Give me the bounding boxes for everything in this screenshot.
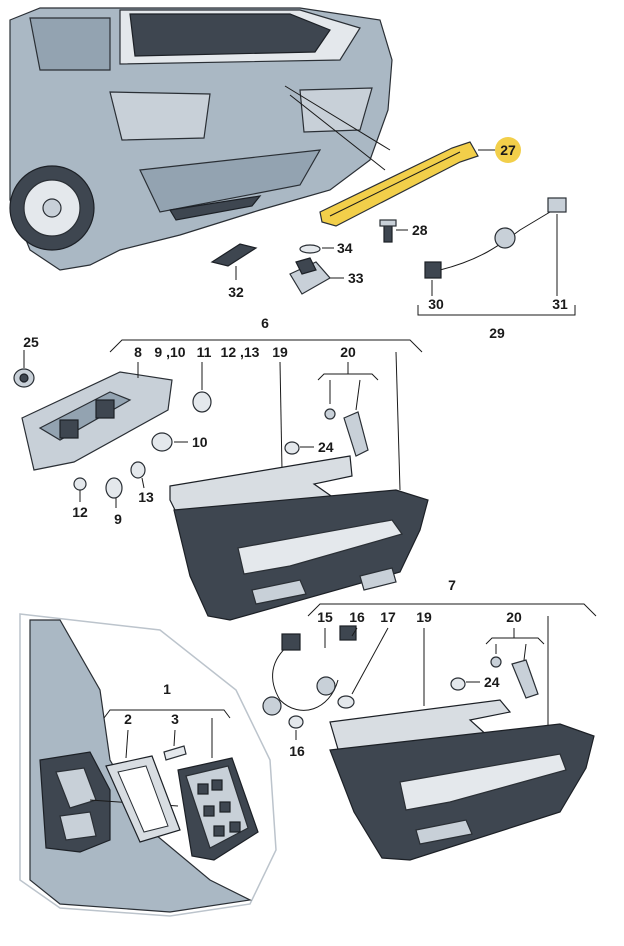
callout-11: 11 bbox=[197, 344, 212, 360]
callout-25: 25 bbox=[23, 334, 39, 350]
callout-9: 9 bbox=[114, 511, 122, 527]
callout-19-b: 19 bbox=[416, 609, 432, 625]
callout-17: 17 bbox=[380, 609, 396, 625]
bulb-carrier-8 bbox=[21, 371, 173, 471]
car-rear-view bbox=[9, 7, 393, 271]
bulb-10 bbox=[151, 432, 173, 452]
wiring-harness-15 bbox=[262, 625, 357, 716]
callout-19-a: 19 bbox=[272, 344, 288, 360]
license-lamp-32 bbox=[210, 243, 258, 267]
screw-28 bbox=[379, 219, 397, 243]
callout-7: 7 bbox=[448, 577, 456, 593]
callout-28: 28 bbox=[412, 222, 428, 238]
callout-24-b: 24 bbox=[484, 674, 500, 690]
gasket-2 bbox=[105, 755, 181, 843]
callout-10: 10 bbox=[192, 434, 208, 450]
callout-15: 15 bbox=[317, 609, 333, 625]
tail-lamp-6 bbox=[169, 455, 429, 621]
callout-27-badge bbox=[495, 137, 521, 163]
callout-34: 34 bbox=[337, 240, 353, 256]
bulb-16 bbox=[288, 715, 304, 729]
callout-2: 2 bbox=[124, 711, 132, 727]
callout-9-10: 9 ,10 bbox=[154, 344, 185, 360]
callout-20-a: 20 bbox=[340, 344, 356, 360]
callout-3: 3 bbox=[171, 711, 179, 727]
callout-13: 13 bbox=[138, 489, 154, 505]
bracket-20-a bbox=[324, 408, 369, 457]
callout-12-13: 12 ,13 bbox=[221, 344, 260, 360]
callout-31: 31 bbox=[552, 296, 568, 312]
bulb-24-a bbox=[284, 441, 300, 455]
bulb-12 bbox=[73, 477, 87, 491]
callout-32: 32 bbox=[228, 284, 244, 300]
bulb-11 bbox=[192, 391, 212, 413]
callout-6: 6 bbox=[261, 315, 269, 331]
bulb-34 bbox=[299, 244, 321, 254]
callout-24-a: 24 bbox=[318, 439, 334, 455]
clip-3 bbox=[163, 745, 187, 761]
callout-33: 33 bbox=[348, 270, 364, 286]
bulb-9 bbox=[105, 477, 123, 499]
grommet-25 bbox=[13, 368, 35, 388]
callout-20-b: 20 bbox=[506, 609, 522, 625]
tail-lamp-7 bbox=[329, 699, 595, 861]
callout-12: 12 bbox=[72, 504, 88, 520]
callout-27: 27 bbox=[500, 142, 516, 158]
callout-30: 30 bbox=[428, 296, 444, 312]
brake-light-27 bbox=[319, 141, 479, 227]
bulb-24-b bbox=[450, 677, 466, 691]
bulb-13 bbox=[130, 461, 146, 479]
callout-8: 8 bbox=[134, 344, 142, 360]
bracket-20-b bbox=[490, 656, 539, 699]
wiring-harness-29 bbox=[424, 197, 567, 279]
callout-1: 1 bbox=[163, 681, 171, 697]
bulb-17 bbox=[337, 695, 355, 709]
lamp-housing-33 bbox=[289, 257, 331, 295]
callout-29: 29 bbox=[489, 325, 505, 341]
lamp-unit-1 bbox=[177, 757, 259, 861]
callout-16-a: 16 bbox=[349, 609, 365, 625]
callout-16-b: 16 bbox=[289, 743, 305, 759]
